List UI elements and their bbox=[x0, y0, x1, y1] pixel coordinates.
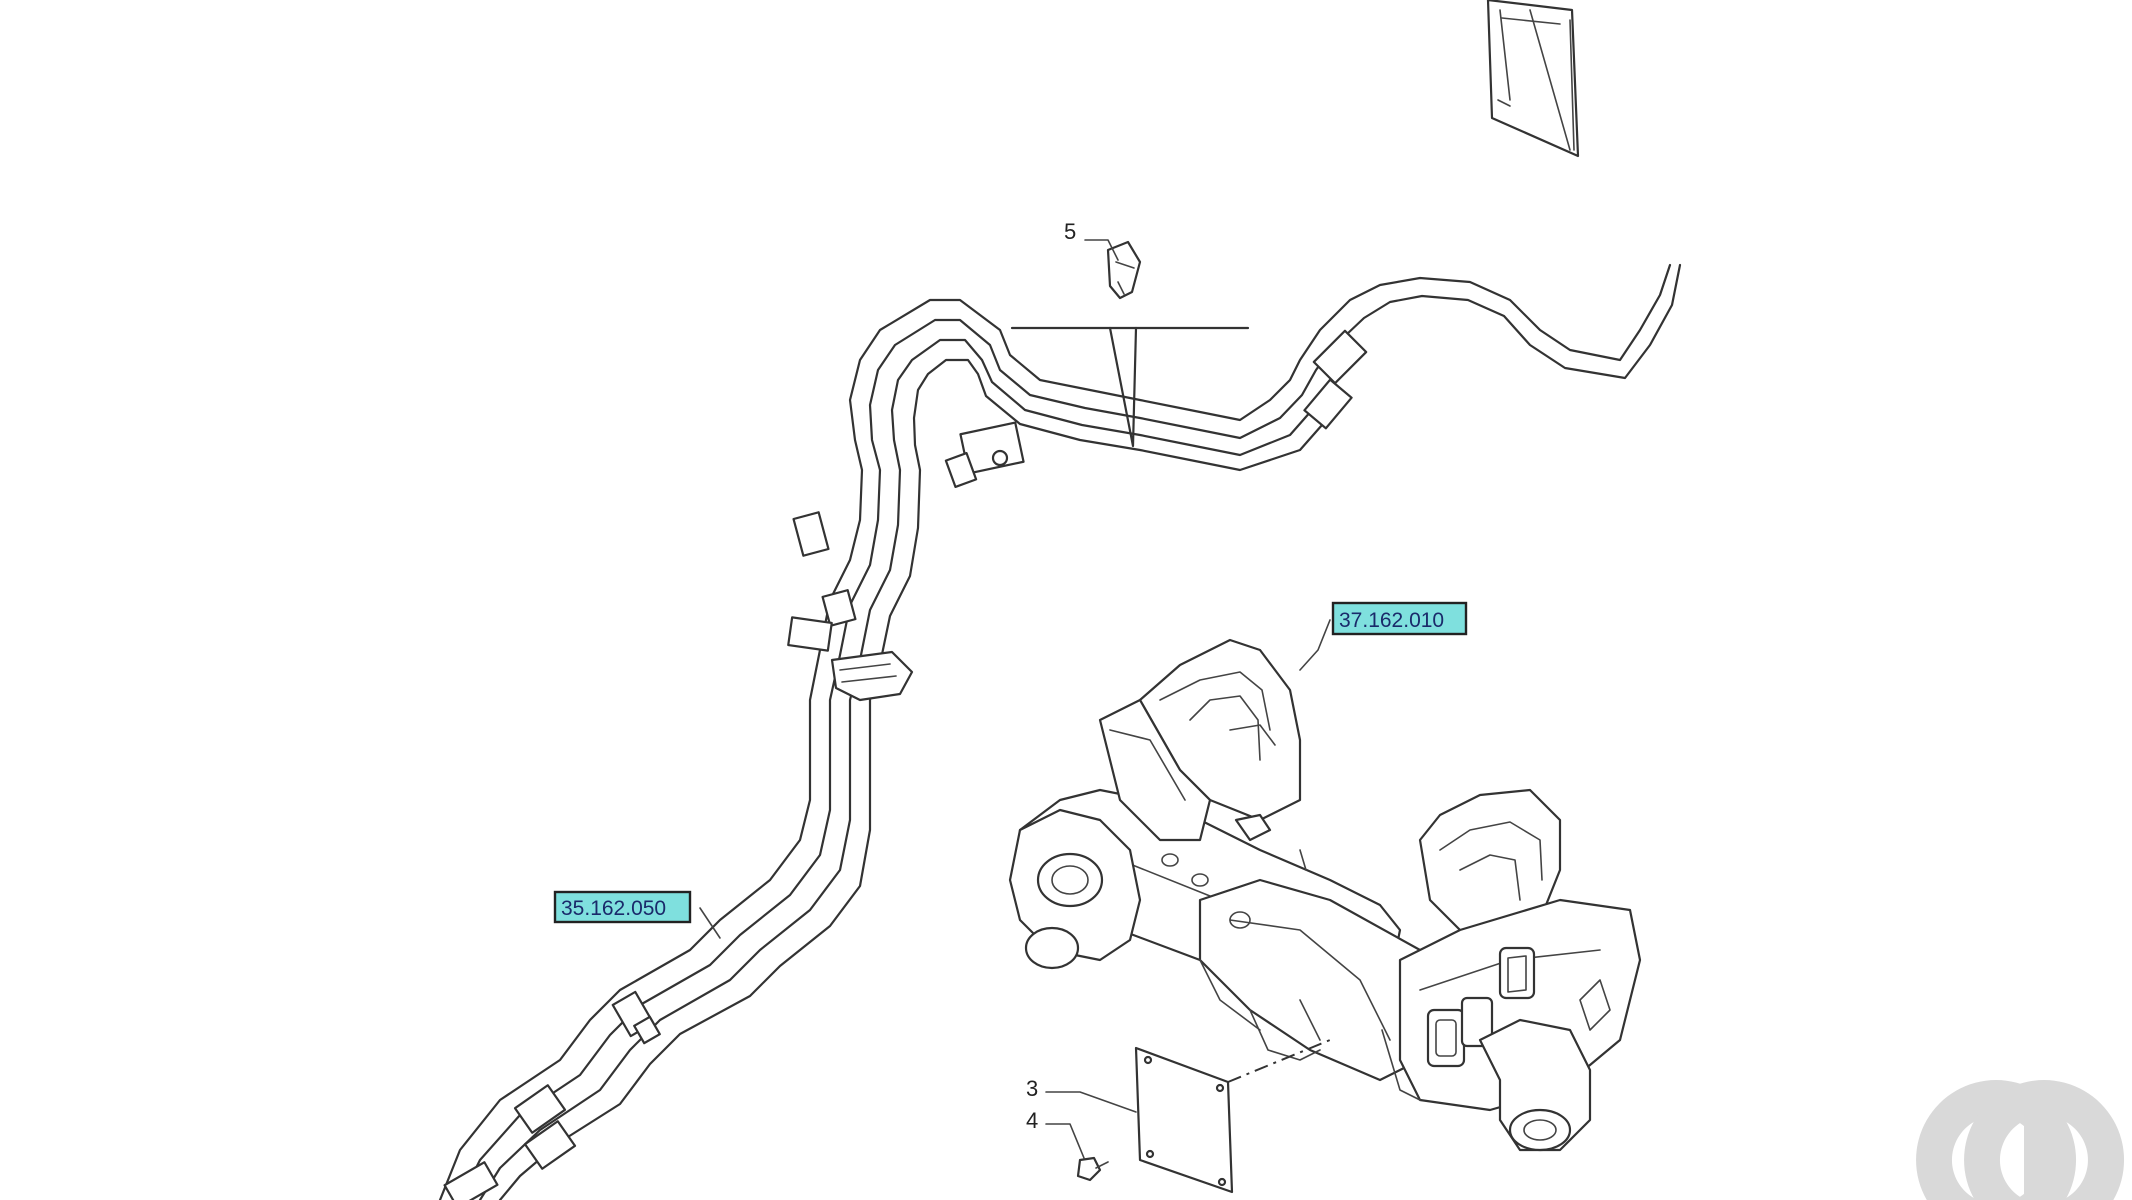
pipe-fittings bbox=[443, 329, 1368, 1200]
watermark-logo bbox=[1916, 1080, 2125, 1200]
callout-3: 3 bbox=[1026, 1076, 1038, 1101]
manual-sheet bbox=[1486, 0, 1580, 158]
callout-4-leader bbox=[1045, 1123, 1085, 1159]
reference-lower-box[interactable] bbox=[553, 890, 692, 924]
callout-4: 4 bbox=[1026, 1108, 1038, 1133]
callout-5: 5 bbox=[1064, 219, 1076, 244]
reference-upper-box[interactable] bbox=[1331, 601, 1468, 636]
assembly-line bbox=[1227, 1039, 1331, 1083]
reference-upper-label[interactable]: 37.162.010 bbox=[1339, 609, 1444, 632]
reference-lower-label[interactable]: 35.162.050 bbox=[561, 897, 666, 920]
callout-5-leader bbox=[1084, 239, 1119, 261]
cover-plate bbox=[1134, 1046, 1234, 1194]
reference-upper-leader bbox=[1299, 619, 1331, 671]
hydraulic-pipes bbox=[438, 263, 1682, 1200]
hitch-frame bbox=[1008, 638, 1642, 1152]
reference-lower-leader bbox=[699, 907, 721, 939]
callout-3-leader bbox=[1045, 1091, 1137, 1113]
location-marker bbox=[1010, 326, 1250, 448]
screw-part bbox=[1076, 1156, 1109, 1182]
